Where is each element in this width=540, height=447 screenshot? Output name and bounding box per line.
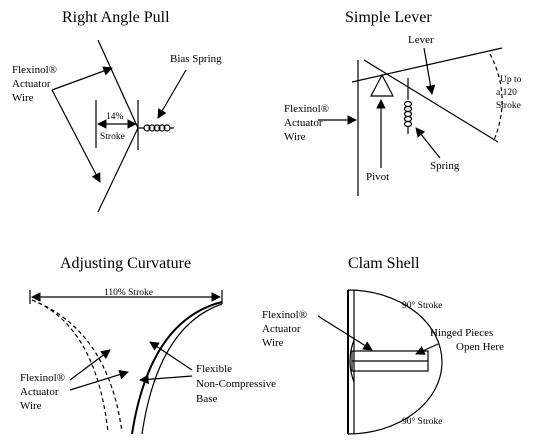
clam-stroke-bottom: 90° Stroke bbox=[402, 416, 442, 427]
wire-label-simple-lever: Flexinol® Actuator Wire bbox=[284, 103, 332, 143]
lever-label: Lever bbox=[408, 34, 434, 46]
wire-label-curvature: Flexinol® Actuator Wire bbox=[20, 372, 68, 412]
arrow-base-a bbox=[149, 341, 193, 371]
arrow-wire-clam bbox=[317, 315, 373, 351]
bias-spring-label: Bias Spring bbox=[170, 53, 222, 65]
curve-base-outer bbox=[131, 301, 223, 435]
curve-base-inner bbox=[141, 303, 223, 435]
panel-title-right-angle-pull: Right Angle Pull bbox=[62, 9, 170, 26]
lever-stroke-arc bbox=[489, 53, 503, 141]
arrow-spring bbox=[415, 127, 441, 159]
wire-lower bbox=[97, 127, 139, 213]
curve-dashed-inner bbox=[31, 299, 109, 433]
lever-spring-coil bbox=[403, 78, 413, 134]
curve-dashed-outer bbox=[31, 299, 123, 433]
wire-label-right-angle: Flexinol® Actuator Wire bbox=[12, 64, 60, 104]
lever-stroke-label: Up to a 120 Stroke bbox=[496, 75, 524, 111]
pivot-label: Pivot bbox=[366, 171, 389, 183]
spring-label: Spring bbox=[430, 160, 460, 172]
lever-rotated bbox=[363, 59, 499, 143]
pivot-triangle bbox=[370, 73, 394, 97]
arrow-bias-spring bbox=[157, 69, 187, 119]
panel-right-angle-pull: Right Angle Pull Flexinol® Actuator Wire… bbox=[12, 9, 222, 213]
panel-title-simple-lever: Simple Lever bbox=[345, 9, 432, 26]
panel-simple-lever: Simple Lever Lever Flexinol® Actuator Wi… bbox=[284, 9, 524, 196]
arrow-wire-curve-a bbox=[69, 349, 111, 381]
clam-shell-outline bbox=[347, 289, 443, 435]
arrow-lever bbox=[423, 47, 436, 95]
hinged-label: Hinged Pieces Open Here bbox=[430, 327, 504, 353]
arrow-wire-curve-b bbox=[69, 369, 129, 391]
arrow-wire-upper bbox=[51, 66, 113, 91]
panel-title-clam-shell: Clam Shell bbox=[348, 255, 420, 272]
wire-upper bbox=[97, 39, 139, 129]
panel-clam-shell: Clam Shell 90° Stroke 90° Stroke Flexino… bbox=[262, 255, 504, 435]
arrow-wire-lower bbox=[51, 89, 101, 183]
clam-stroke-top: 90° Stroke bbox=[402, 300, 442, 311]
panel-adjusting-curvature: Adjusting Curvature 110% Stroke Flexinol… bbox=[20, 255, 279, 435]
bias-spring-coil bbox=[138, 124, 174, 132]
wire-label-clam: Flexinol® Actuator Wire bbox=[262, 309, 310, 349]
stroke-110-label: 110% Stroke bbox=[104, 288, 153, 298]
clam-wire-loop bbox=[349, 339, 355, 383]
arrow-base-b bbox=[139, 374, 193, 385]
base-label: Flexible Non-Compressive Base bbox=[196, 363, 279, 405]
arrow-hinged bbox=[415, 343, 439, 355]
panel-title-adjusting-curvature: Adjusting Curvature bbox=[60, 255, 191, 272]
stroke-word-label: Stroke bbox=[100, 132, 125, 142]
stroke-pct-label: 14% bbox=[106, 112, 124, 122]
